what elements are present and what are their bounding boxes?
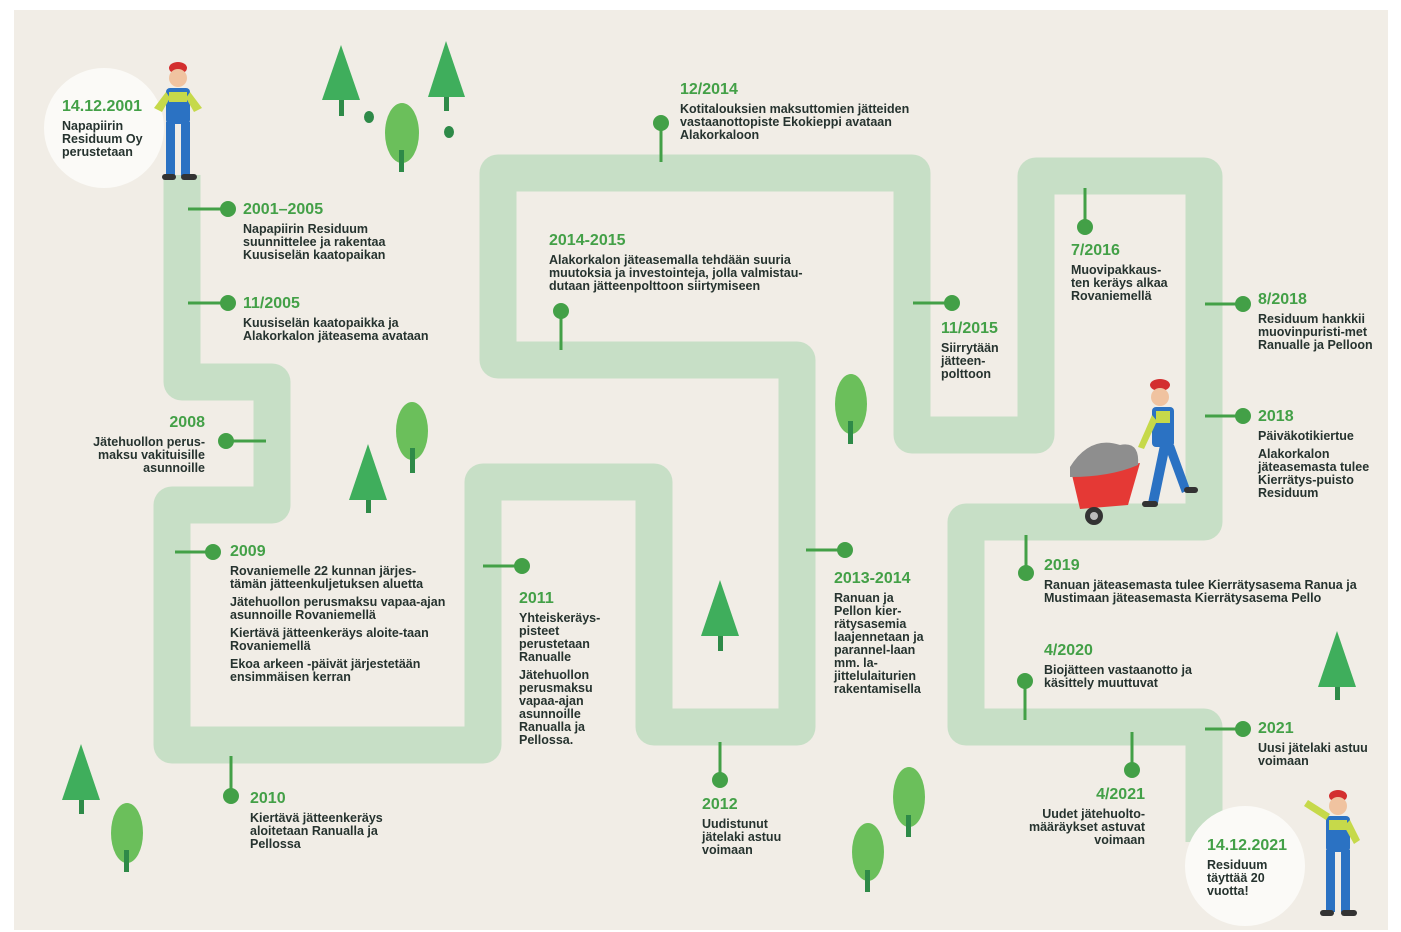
event-date: 12/2014 <box>680 81 738 98</box>
pine-tree-icon <box>322 45 360 116</box>
pine-tree-icon <box>1318 631 1356 700</box>
event-date: 11/2015 <box>941 320 998 337</box>
event-2001-founding: 14.12.2001 Napapiirin Residuum Oy perust… <box>62 98 172 159</box>
event-2008: 2008 Jätehuollon perus-maksu vakituisill… <box>78 414 205 475</box>
event-date: 4/2020 <box>1044 642 1093 659</box>
event-text: Muovipakkaus-ten keräys alkaa Rovaniemel… <box>1071 263 1168 303</box>
pine-tree-icon <box>62 744 100 814</box>
event-text: Ranuan ja Pellon kier-rätysasemia laajen… <box>834 591 924 696</box>
event-11-2015: 11/2015 Siirrytään jätteen-polttoon <box>941 320 1021 381</box>
event-2012: 2012 Uudistunut jätelaki astuu voimaan <box>702 796 812 857</box>
event-7-2016: 7/2016 Muovipakkaus-ten keräys alkaa Rov… <box>1071 242 1171 303</box>
event-2011: 2011 Yhteiskeräys-pisteet perustetaan Ra… <box>519 590 619 747</box>
event-4-2021: 4/2021 Uudet jätehuolto-määräykset astuv… <box>1020 786 1145 847</box>
waving-worker-icon <box>1304 790 1360 916</box>
event-date: 4/2021 <box>1096 786 1145 803</box>
event-date: 2008 <box>169 414 205 431</box>
event-date: 2019 <box>1044 557 1080 574</box>
worker-figure-icon <box>154 62 202 180</box>
connector-group <box>175 115 1251 804</box>
event-2019: 2019 Ranuan jäteasemasta tulee Kierrätys… <box>1044 557 1374 605</box>
start-circle <box>44 68 164 188</box>
event-date: 2010 <box>250 790 286 807</box>
pine-tree-icon <box>428 41 465 111</box>
pine-tree-icon <box>349 444 387 513</box>
round-tree-icon <box>893 767 925 837</box>
event-text: Kuusiselän kaatopaikka ja Alakorkalon jä… <box>243 316 429 343</box>
round-tree-icon <box>111 803 143 872</box>
event-text: Jätehuollon perus-maksu vakituisille asu… <box>93 435 205 475</box>
event-date: 2009 <box>230 543 266 560</box>
event-text: Uudet jätehuolto-määräykset astuvat voim… <box>1028 807 1145 847</box>
event-text: Napapiirin Residuum Oy perustetaan <box>62 119 143 159</box>
event-text: Ekoa arkeen -päivät järjestetään ensimmä… <box>230 657 421 684</box>
event-text: Jätehuollon perusmaksu vapaa-ajan asunno… <box>230 595 446 622</box>
event-date: 11/2005 <box>243 295 300 312</box>
event-11-2005: 11/2005 Kuusiselän kaatopaikka ja Alakor… <box>243 295 463 343</box>
pine-tree-icon <box>701 580 739 651</box>
round-tree-icon <box>852 823 884 892</box>
event-text: Alakorkalon jäteasemasta tulee Kierrätys… <box>1258 447 1370 500</box>
event-text: Uudistunut jätelaki astuu voimaan <box>702 817 782 857</box>
road-segment-left <box>153 154 1223 842</box>
event-date: 2012 <box>702 796 738 813</box>
round-tree-icon <box>835 374 867 444</box>
event-2013-2014: 2013-2014 Ranuan ja Pellon kier-rätysase… <box>834 570 934 696</box>
event-text: Päiväkotikiertue <box>1258 429 1354 443</box>
event-text: Residuum täyttää 20 vuotta! <box>1207 858 1268 898</box>
event-text: Residuum hankkii muovinpuristi-met Ranua… <box>1258 312 1373 352</box>
tree-icon-group <box>62 41 1356 892</box>
event-text: Yhteiskeräys-pisteet perustetaan Ranuall… <box>519 611 601 664</box>
event-text: Kiertävä jätteenkeräys aloitetaan Ranual… <box>250 811 383 851</box>
round-tree-icon <box>396 402 428 473</box>
event-date: 2001–2005 <box>243 201 324 218</box>
event-text: Jätehuollon perusmaksu vapaa-ajan asunno… <box>519 668 593 747</box>
event-12-2014: 12/2014 Kotitalouksien maksuttomien jätt… <box>680 81 940 142</box>
event-date: 2018 <box>1258 408 1294 425</box>
event-text: Kotitalouksien maksuttomien jätteiden va… <box>680 102 910 142</box>
event-14-12-2021: 14.12.2021 Residuum täyttää 20 vuotta! <box>1207 837 1297 898</box>
event-2001-2005: 2001–2005 Napapiirin Residuum suunnittel… <box>243 201 423 262</box>
event-4-2020: 4/2020 Biojätteen vastaanotto ja käsitte… <box>1044 642 1234 690</box>
event-date: 14.12.2021 <box>1207 837 1288 854</box>
end-circle <box>1185 806 1305 926</box>
event-8-2018: 8/2018 Residuum hankkii muovinpuristi-me… <box>1258 291 1378 352</box>
event-date: 2021 <box>1258 720 1294 737</box>
wheelbarrow-worker-icon <box>1070 379 1198 525</box>
event-2021: 2021 Uusi jätelaki astuu voimaan <box>1258 720 1368 768</box>
event-date: 7/2016 <box>1071 242 1120 259</box>
event-date: 2013-2014 <box>834 570 911 587</box>
event-text: Biojätteen vastaanotto ja käsittely muut… <box>1044 663 1192 690</box>
event-text: Kiertävä jätteenkeräys aloite-taan Rovan… <box>230 626 429 653</box>
event-2014-2015: 2014-2015 Alakorkalon jäteasemalla tehdä… <box>549 232 839 293</box>
event-text: Siirrytään jätteen-polttoon <box>941 341 999 381</box>
event-text: Napapiirin Residuum suunnittelee ja rake… <box>243 222 386 262</box>
event-date: 2011 <box>519 590 554 607</box>
event-date: 8/2018 <box>1258 291 1307 308</box>
round-tree-icon <box>385 103 419 172</box>
event-2010: 2010 Kiertävä jätteenkeräys aloitetaan R… <box>250 790 420 851</box>
event-date: 2014-2015 <box>549 232 626 249</box>
event-2018: 2018 Päiväkotikiertue Alakorkalon jäteas… <box>1258 408 1378 500</box>
event-text: Uusi jätelaki astuu voimaan <box>1258 741 1368 768</box>
event-2009: 2009 Rovaniemelle 22 kunnan järjes-tämän… <box>230 543 450 684</box>
event-date: 14.12.2001 <box>62 98 143 115</box>
event-text: Rovaniemelle 22 kunnan järjes-tämän jätt… <box>230 564 424 591</box>
event-text: Alakorkalon jäteasemalla tehdään suuria … <box>549 253 803 293</box>
event-text: Ranuan jäteasemasta tulee Kierrätysasema… <box>1044 578 1357 605</box>
